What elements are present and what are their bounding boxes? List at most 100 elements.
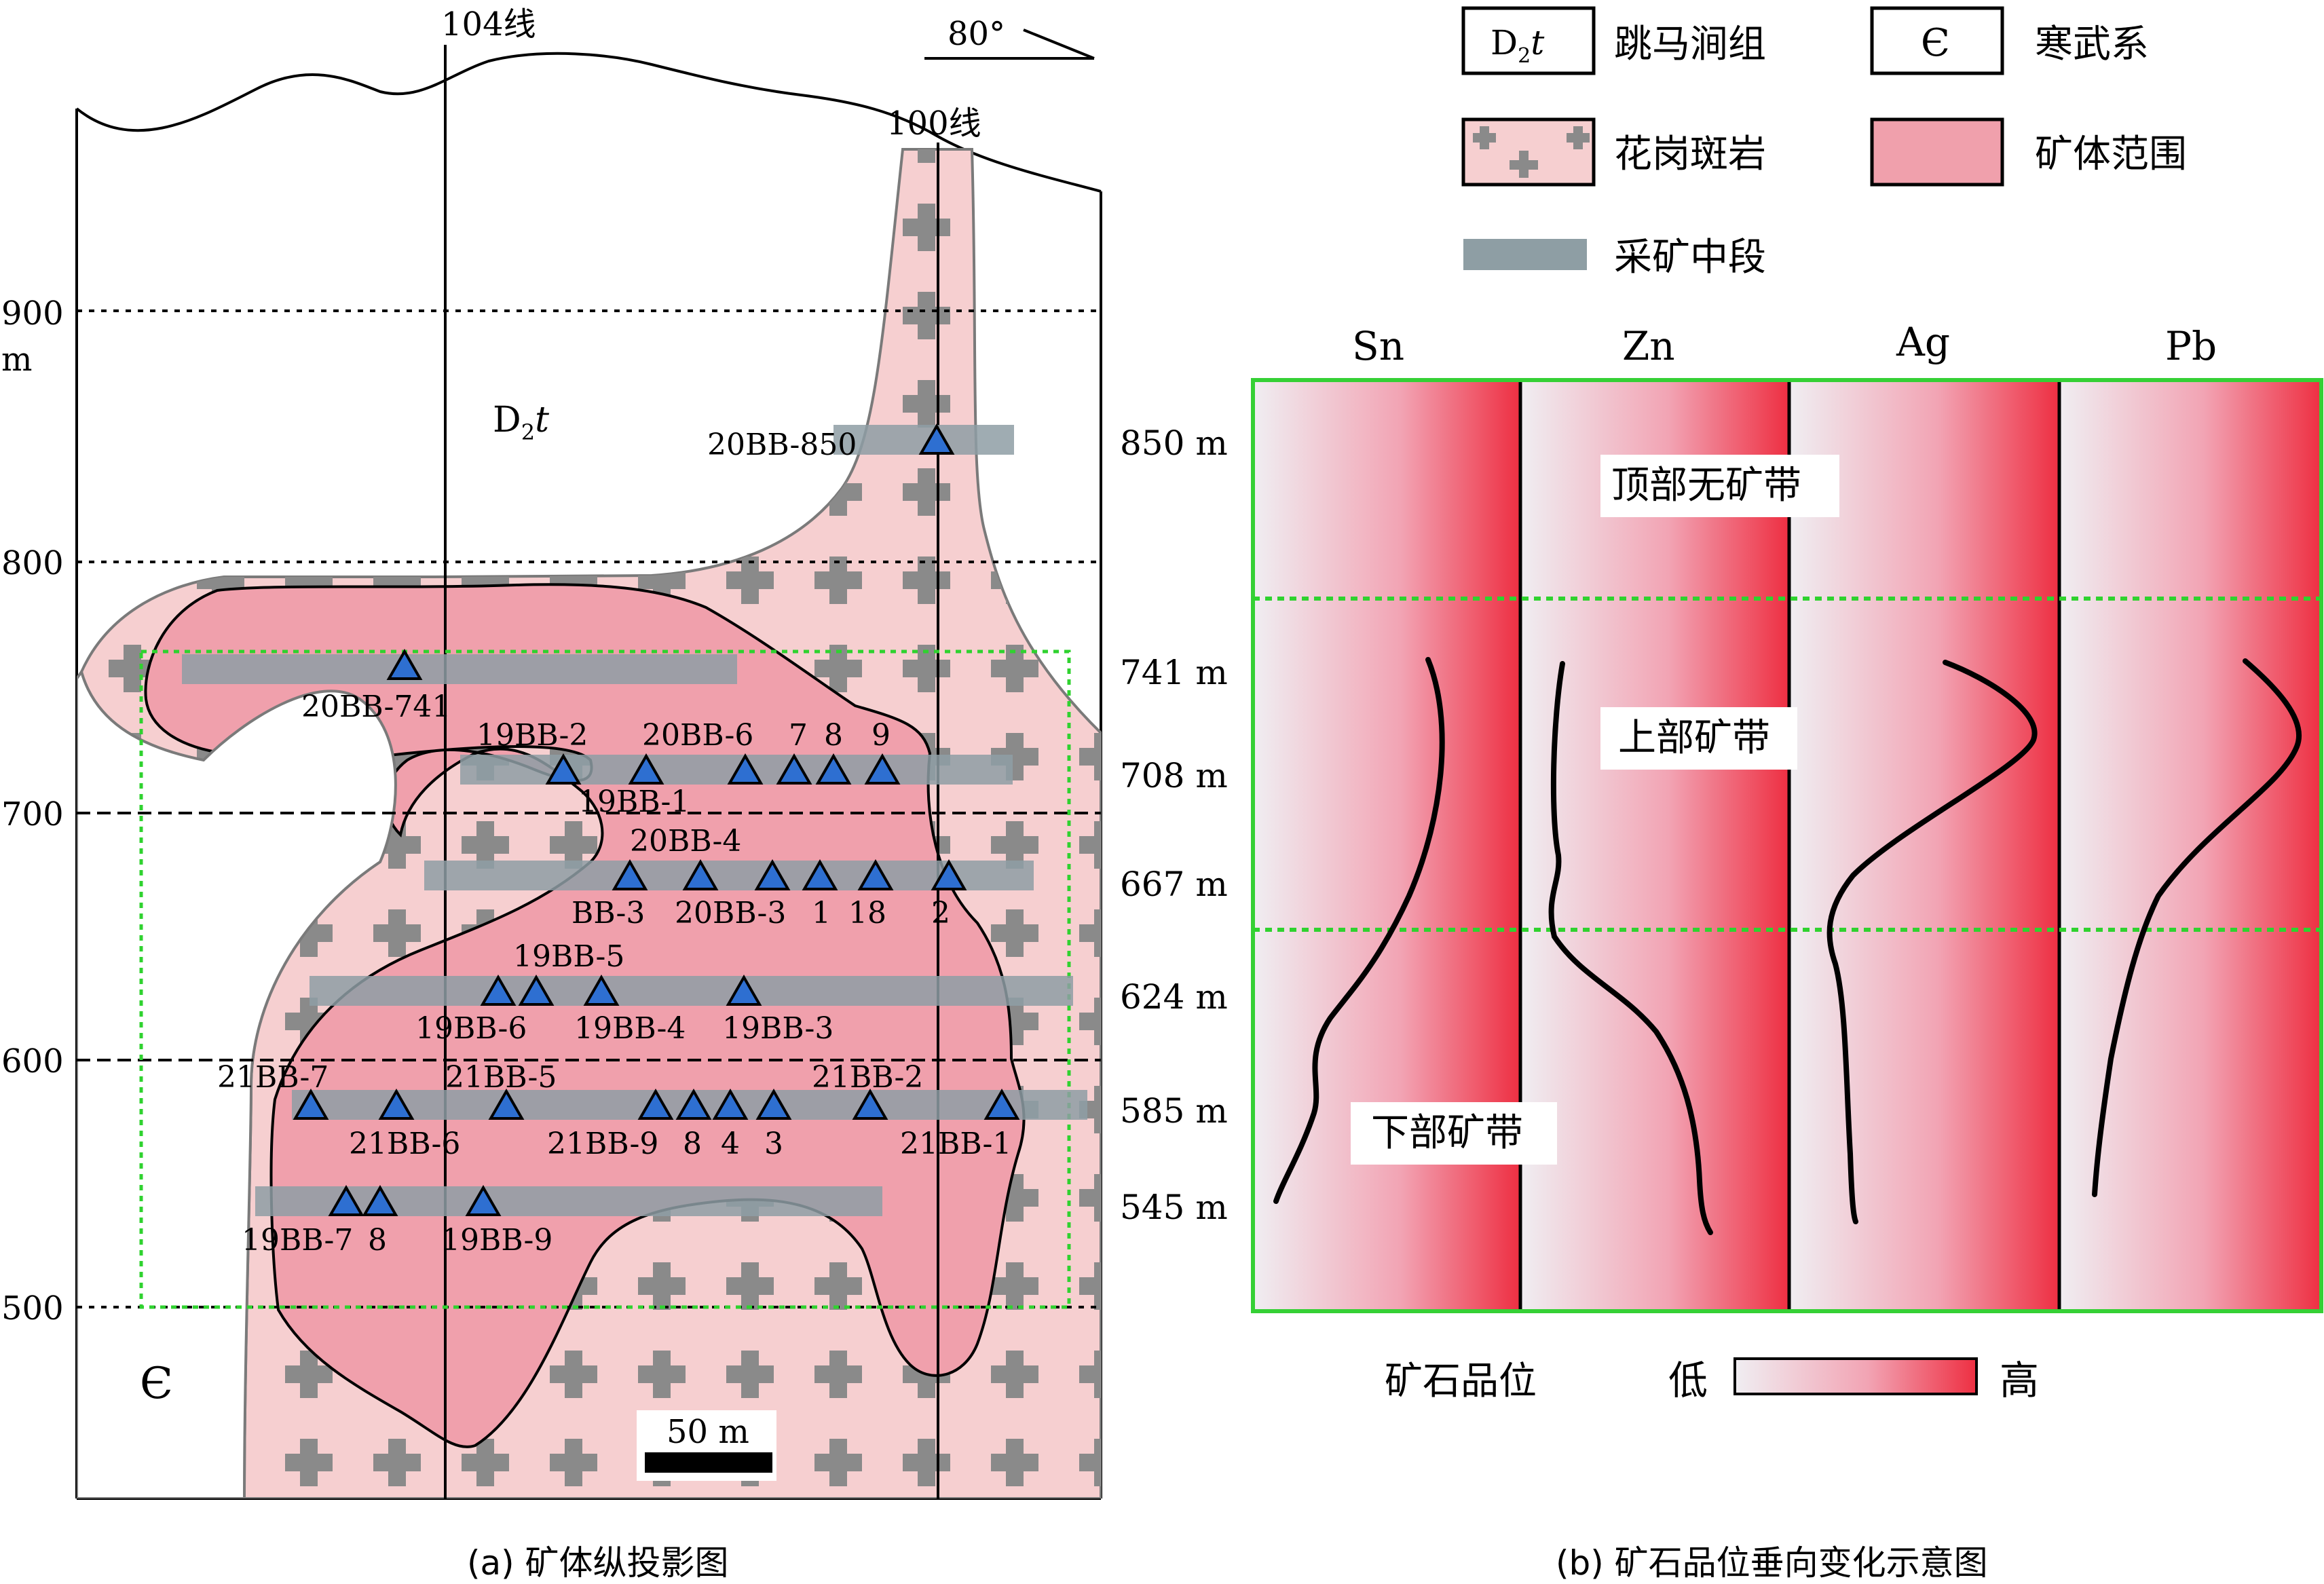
label-21bb9: 21BB-9 bbox=[547, 1127, 658, 1161]
grade-label: 矿石品位 bbox=[1385, 1359, 1537, 1403]
sample-19bb1-marker bbox=[628, 753, 664, 785]
sample-19bb6-marker bbox=[480, 974, 517, 1006]
curve-zn bbox=[1548, 661, 1713, 1235]
column-sn bbox=[1253, 380, 1520, 1311]
legend: D2t 跳马涧组 Є 寒武系 花岗斑岩 矿体范围 采矿中段 bbox=[1461, 6, 2187, 280]
zone-upper-box bbox=[1600, 707, 1797, 770]
level-850: 850 m bbox=[1120, 423, 1228, 463]
column-ag bbox=[1789, 380, 2059, 1311]
level-545: 545 m bbox=[1120, 1188, 1228, 1227]
label-19bb5: 19BB-5 bbox=[513, 939, 624, 974]
label-19bb9: 19BB-9 bbox=[441, 1223, 552, 1258]
sample-19bb7-marker bbox=[328, 1184, 364, 1216]
green-dotted-boundary bbox=[139, 649, 1071, 1309]
level-708: 708 m bbox=[1120, 756, 1228, 795]
legend-mining-label: 采矿中段 bbox=[1614, 235, 1766, 280]
svg-text:D2t: D2t bbox=[493, 400, 549, 445]
sample-triangles bbox=[293, 423, 1020, 1216]
level-624: 624 m bbox=[1120, 977, 1228, 1017]
label-19bb4: 19BB-4 bbox=[574, 1011, 686, 1046]
sample-21bb6-marker bbox=[378, 1088, 415, 1120]
zone-lower-box bbox=[1351, 1102, 1557, 1165]
caption-a: (a) 矿体纵投影图 bbox=[467, 1543, 729, 1583]
panel-b: Sn Zn Ag Pb 顶部无矿带 上部矿带 下部矿带 矿石品位 低 bbox=[1251, 319, 2323, 1583]
label-21bb6: 21BB-6 bbox=[349, 1127, 460, 1161]
sample-20bb6-marker bbox=[727, 753, 764, 785]
label-20bb4: 20BB-4 bbox=[630, 824, 741, 859]
mining-bar-741 bbox=[182, 654, 737, 684]
label-20bb3: 20BB-3 bbox=[675, 896, 786, 930]
sample-21bb9-marker bbox=[637, 1088, 674, 1120]
sample-19bb9-marker bbox=[465, 1184, 502, 1216]
legend-d2t-label: 跳马涧组 bbox=[1614, 22, 1766, 67]
elev-600: 600 bbox=[1, 1042, 64, 1080]
header-zn: Zn bbox=[1622, 323, 1675, 369]
label-8a: 8 bbox=[824, 718, 843, 753]
svg-text:D2t: D2t bbox=[1491, 23, 1545, 68]
sample-8c-marker bbox=[362, 1184, 398, 1216]
cambrian-label: Є bbox=[140, 1359, 173, 1409]
zone-upper-label: 上部矿带 bbox=[1618, 716, 1770, 760]
sample-19bb3-marker bbox=[726, 974, 762, 1006]
header-ag: Ag bbox=[1896, 319, 1950, 365]
label-19bb1: 19BB-1 bbox=[578, 785, 690, 819]
grade-low: 低 bbox=[1668, 1357, 1708, 1403]
sample-20bb4-marker bbox=[682, 859, 719, 890]
curve-pb bbox=[2092, 658, 2302, 1197]
sample-4-marker bbox=[712, 1088, 749, 1120]
sample-20bb3-marker bbox=[754, 859, 791, 890]
dip-label: 80° bbox=[948, 15, 1005, 53]
label-18: 18 bbox=[848, 896, 886, 930]
sample-9-marker bbox=[864, 753, 901, 785]
label-19bb7: 19BB-7 bbox=[242, 1223, 353, 1258]
grade-gradient-bar bbox=[1733, 1357, 1978, 1395]
level-741: 741 m bbox=[1120, 653, 1228, 692]
column-pb bbox=[2059, 380, 2321, 1311]
label-8b: 8 bbox=[683, 1127, 702, 1161]
label-21bb7: 21BB-7 bbox=[217, 1060, 329, 1095]
sample-8b-marker bbox=[675, 1088, 712, 1120]
sample-850-marker bbox=[918, 423, 955, 455]
label-9: 9 bbox=[872, 718, 891, 753]
sample-21bb1-marker bbox=[983, 1088, 1020, 1120]
line-100-label: 100线 bbox=[886, 105, 981, 143]
sample-18-marker bbox=[857, 859, 894, 890]
formation-d2t-label: D2t bbox=[493, 400, 549, 445]
sample-21bb7-marker bbox=[293, 1088, 329, 1120]
sample-19bb2-marker bbox=[545, 753, 582, 785]
label-8c: 8 bbox=[368, 1223, 387, 1258]
label-19bb3: 19BB-3 bbox=[722, 1011, 833, 1046]
elevation-lines bbox=[77, 309, 1101, 1308]
panel-b-border bbox=[1251, 378, 2323, 1313]
label-4: 4 bbox=[721, 1127, 740, 1161]
sample-labels: 20BB-850 20BB-741 19BB-2 20BB-6 7 8 9 19… bbox=[217, 428, 1011, 1258]
curve-sn bbox=[1273, 657, 1445, 1204]
elev-800: 800 bbox=[1, 544, 64, 582]
label-7: 7 bbox=[789, 718, 808, 753]
sample-19bb5-marker bbox=[518, 974, 555, 1006]
label-20bb6: 20BB-6 bbox=[642, 718, 753, 753]
sample-19bb4-marker bbox=[583, 974, 620, 1006]
header-pb: Pb bbox=[2165, 323, 2217, 369]
legend-cambrian-swatch bbox=[1870, 6, 2004, 75]
sample-21bb2-marker bbox=[852, 1088, 888, 1120]
label-bb3: BB-3 bbox=[571, 896, 645, 930]
label-19bb6: 19BB-6 bbox=[415, 1011, 527, 1046]
mining-bar-667 bbox=[424, 861, 1034, 890]
topography-line bbox=[75, 52, 1102, 193]
label-19bb2: 19BB-2 bbox=[476, 718, 588, 753]
legend-orebody-swatch bbox=[1870, 117, 2004, 187]
elev-unit: m bbox=[1, 341, 33, 379]
level-585: 585 m bbox=[1120, 1091, 1228, 1131]
label-21bb5: 21BB-5 bbox=[445, 1060, 557, 1095]
elev-700: 700 bbox=[1, 795, 64, 833]
zone-lower-label: 下部矿带 bbox=[1371, 1111, 1523, 1155]
sample-2-marker bbox=[931, 859, 967, 890]
sample-bb3-marker bbox=[612, 859, 648, 890]
caption-b: (b) 矿石品位垂向变化示意图 bbox=[1556, 1543, 1988, 1583]
label-20bb850: 20BB-850 bbox=[707, 428, 857, 462]
legend-orebody-label: 矿体范围 bbox=[2035, 132, 2187, 176]
header-sn: Sn bbox=[1352, 323, 1404, 369]
line-104-label: 104线 bbox=[441, 5, 536, 43]
